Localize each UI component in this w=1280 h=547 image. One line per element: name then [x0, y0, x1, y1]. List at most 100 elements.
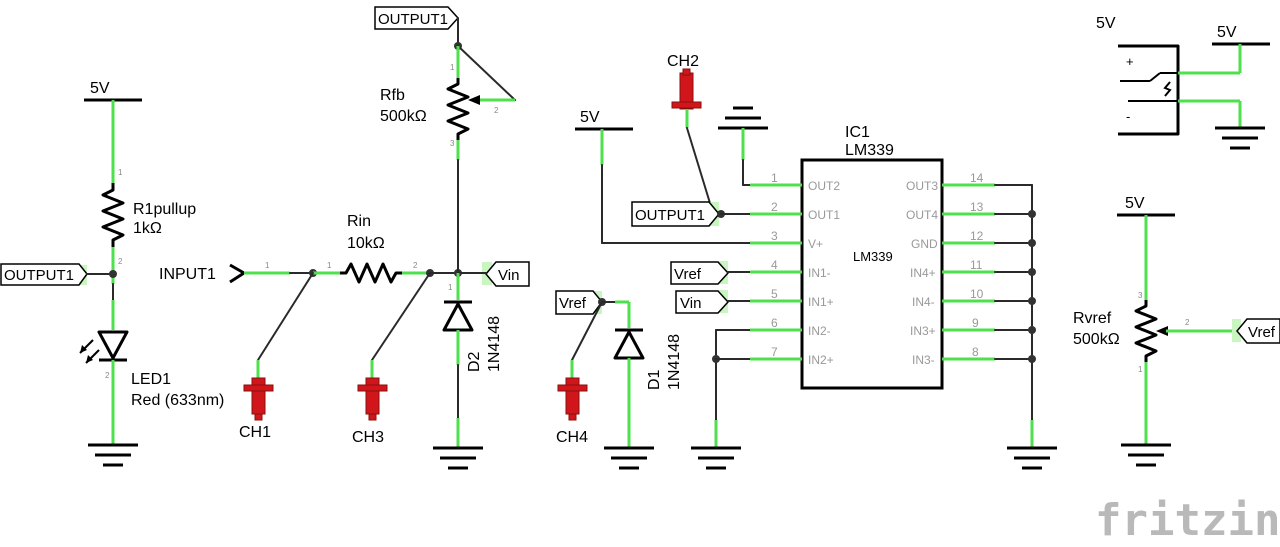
- diode-d1-name: D1: [646, 369, 663, 390]
- chip-pin-7-label: IN2+: [808, 353, 834, 367]
- chip-name: IC1: [845, 124, 870, 141]
- svg-text:+: +: [1126, 54, 1134, 69]
- led1-name: LED1: [131, 371, 171, 388]
- chip-pin-2-label: OUT1: [808, 208, 840, 222]
- probe-ch2: [671, 68, 702, 110]
- chip-pin-9-label: IN3+: [910, 324, 936, 338]
- net-label-vref-chip-text: Vref: [674, 266, 702, 283]
- chip-pin-5-num: 5: [771, 287, 778, 301]
- power-label-5v-rvref: 5V: [1125, 195, 1145, 212]
- supply-5v-label: 5V: [1096, 15, 1116, 32]
- net-label-vin-chip-text: Vin: [680, 295, 701, 312]
- resistor-r1pullup: [101, 183, 125, 247]
- chip-part: LM339: [845, 142, 894, 159]
- led-pullup-section: 5V 1 2 R1pullup 1kΩ OUTPUT1 2 LED1 Red (…: [0, 80, 224, 467]
- diode-d2-name: D2: [466, 351, 483, 372]
- chip-pin-12-label: GND: [911, 237, 938, 251]
- probe-ch3-label: CH3: [352, 429, 384, 446]
- chip-pin-9-num: 9: [972, 316, 979, 330]
- chip-pin-13-label: OUT4: [906, 208, 938, 222]
- probe-ch3: [357, 377, 388, 421]
- chip-pin-14: 14 OUT3: [906, 171, 995, 193]
- net-label-output1-chip-text: OUTPUT1: [635, 207, 705, 224]
- svg-text:1: 1: [265, 261, 270, 270]
- net-label-output1-left: [0, 263, 88, 286]
- probe-ch1: [243, 377, 274, 421]
- chip-pin-2: 2 OUT1: [750, 200, 840, 222]
- svg-text:1: 1: [118, 168, 123, 177]
- chip-pin-1: 1 OUT2: [750, 171, 840, 193]
- ground-symbol-d1: [604, 446, 654, 470]
- net-label-vin-chip: [675, 290, 730, 314]
- chip-pin-8: 8 IN3-: [912, 345, 995, 367]
- dc-supply-symbol: [1118, 44, 1180, 136]
- net-label-output1-top: [374, 6, 460, 30]
- chip-pin-12-num: 12: [970, 229, 984, 243]
- svg-text:2: 2: [1185, 318, 1190, 327]
- chip-pin-11-num: 11: [970, 258, 983, 272]
- net-label-vin-text: Vin: [498, 267, 519, 284]
- chip-pin-4: 4 IN1-: [750, 258, 831, 280]
- diode-d1-value: 1N4148: [666, 334, 683, 390]
- resistor-r1pullup-name: R1pullup: [133, 201, 196, 218]
- chip-pin-5: 5 IN1+: [750, 287, 834, 309]
- ground-symbol-chip-right: [1007, 446, 1057, 470]
- chip-pin-13-num: 13: [970, 200, 984, 214]
- svg-text:1: 1: [448, 283, 453, 292]
- chip-pin-6: 6 IN2-: [750, 316, 831, 338]
- svg-text:-: -: [1126, 109, 1130, 124]
- probe-ch2-label: CH2: [667, 53, 699, 70]
- chip-pin-8-label: IN3-: [912, 353, 935, 367]
- chip-pin-10-num: 10: [970, 287, 984, 301]
- chip-pin-14-label: OUT3: [906, 179, 938, 193]
- fritzing-logo: fritzing: [1095, 495, 1280, 546]
- led-diode-symbol: [97, 330, 129, 360]
- diode-d1-symbol: [613, 330, 645, 360]
- ground-symbol-top-chip: [718, 106, 768, 130]
- ground-symbol-supply: [1215, 126, 1265, 150]
- chip-pin-1-num: 1: [771, 171, 778, 185]
- ground-symbol-d2: [433, 446, 483, 470]
- resistor-rin-value: 10kΩ: [347, 235, 385, 252]
- resistor-rin-name: Rin: [347, 213, 371, 230]
- chip-pin-8-num: 8: [972, 345, 979, 359]
- chip-pin-14-num: 14: [970, 171, 984, 185]
- power-label-5v-chip: 5V: [580, 109, 600, 126]
- resistor-rfb-name: Rfb: [380, 87, 405, 104]
- net-label-vref-ch4-text: Vref: [559, 295, 587, 312]
- chip-pin-11: 11 IN4+: [910, 258, 995, 280]
- chip-pin-5-label: IN1+: [808, 295, 834, 309]
- led1-value: Red (633nm): [131, 392, 224, 409]
- svg-text:3: 3: [450, 139, 455, 148]
- chip-pin-2-num: 2: [771, 200, 778, 214]
- lm339-section: 5V CH2 OUTPUT1 Vref Vin: [575, 53, 1057, 470]
- input1-connector-symbol: [229, 263, 246, 284]
- probe-ch4-label: CH4: [556, 429, 588, 446]
- supply-rail-5v-label: 5V: [1217, 24, 1237, 41]
- svg-text:2: 2: [494, 106, 499, 115]
- svg-text:1: 1: [450, 63, 455, 72]
- svg-text:2: 2: [118, 257, 123, 266]
- chip-pin-11-label: IN4+: [910, 266, 936, 280]
- chip-pin-1-label: OUT2: [808, 179, 840, 193]
- chip-pin-3: 3 V+: [750, 229, 823, 251]
- net-label-vin: [485, 261, 530, 287]
- chip-pin-4-label: IN1-: [808, 266, 831, 280]
- chip-pin-7-num: 7: [771, 345, 778, 359]
- chip-pin-3-num: 3: [771, 229, 778, 243]
- resistor-rfb: [446, 78, 470, 140]
- ground-symbol-rvref: [1121, 443, 1171, 467]
- input-feedback-section: INPUT1 1 1 2 Rin 10kΩ CH1 CH3: [159, 6, 530, 470]
- chip-pin-13: 13 OUT4: [906, 200, 995, 222]
- power-label-5v: 5V: [90, 80, 110, 97]
- svg-text:2: 2: [413, 261, 418, 270]
- diode-d2-value: 1N4148: [486, 316, 503, 372]
- net-label-output1-top-text: OUTPUT1: [378, 11, 448, 28]
- svg-text:3: 3: [1138, 291, 1143, 300]
- net-label-vref-chip: [670, 261, 730, 285]
- resistor-r1pullup-value: 1kΩ: [133, 220, 162, 237]
- chip-pin-7: 7 IN2+: [750, 345, 834, 367]
- svg-text:1: 1: [327, 261, 332, 270]
- net-label-vref-ch4: [555, 290, 603, 315]
